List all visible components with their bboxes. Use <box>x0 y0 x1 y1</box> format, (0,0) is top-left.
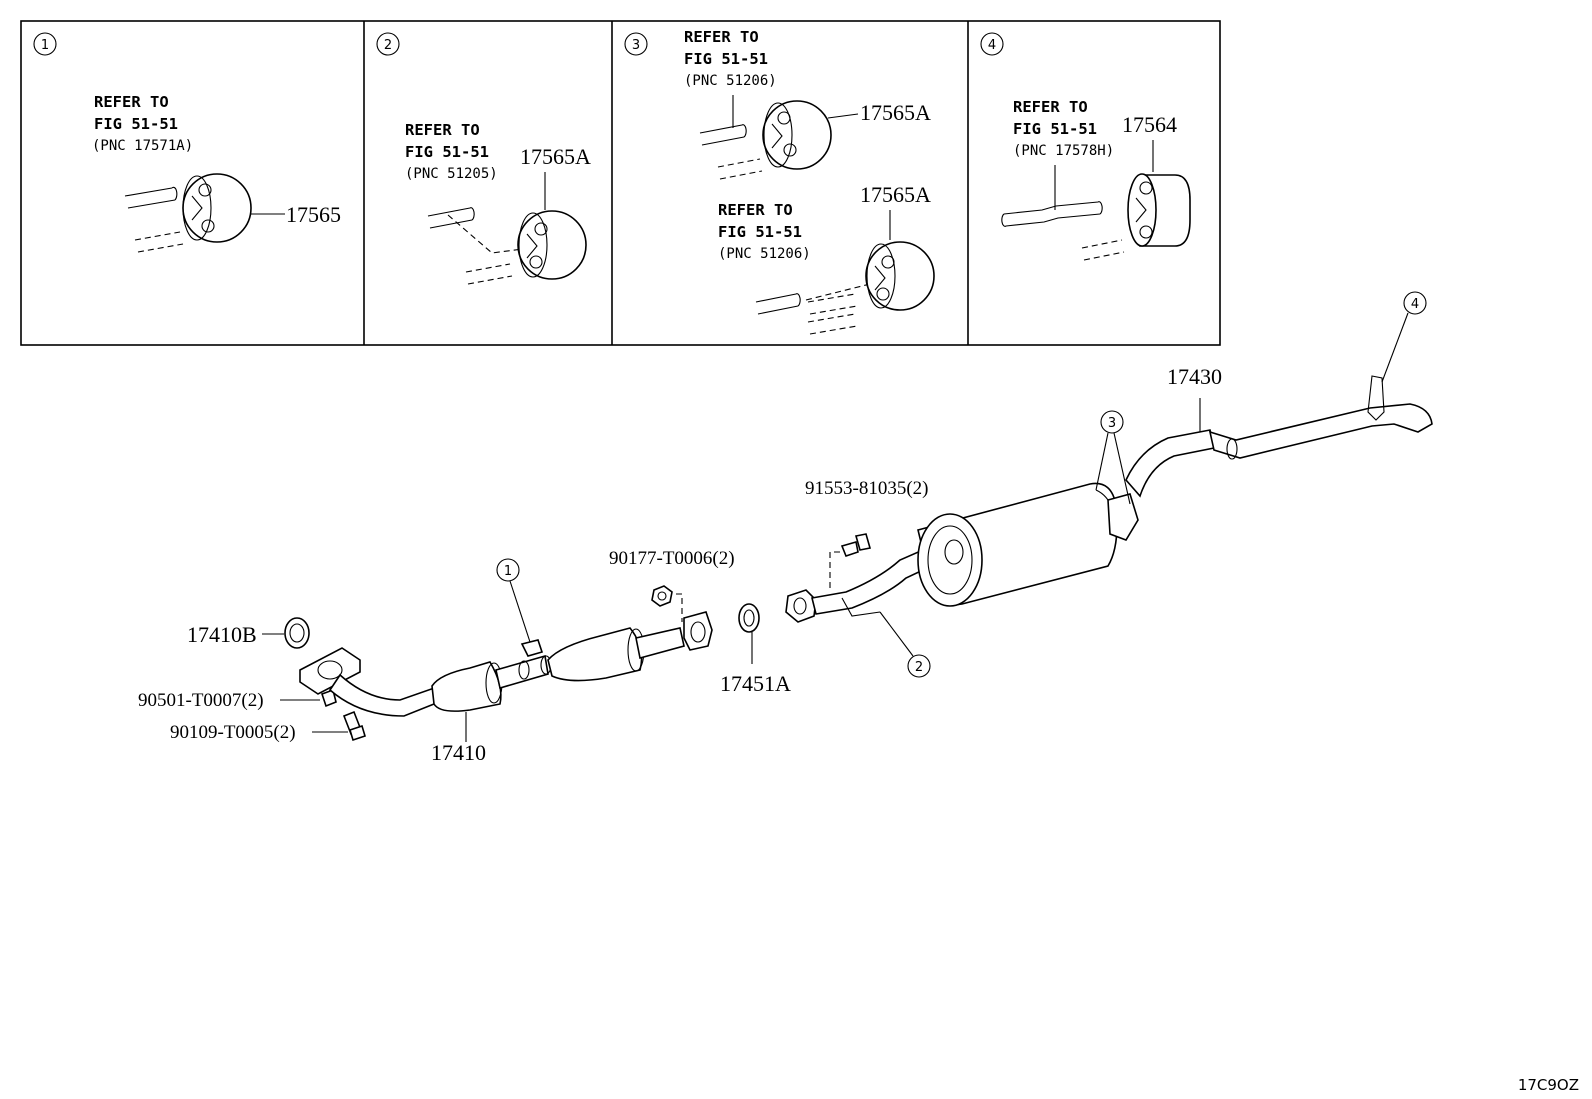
hanger-rod-hidden <box>465 263 513 285</box>
figure-ref-2: FIG 51-51 <box>718 223 802 241</box>
flange-bolt <box>342 710 366 742</box>
hanger-bracket <box>1367 375 1385 421</box>
pnc-ref: (PNC 17571A) <box>92 138 193 154</box>
panel-number-badge <box>624 32 648 56</box>
refer-to-label-2: REFER TO <box>718 201 793 219</box>
inset-panels <box>20 20 1221 346</box>
panel-number-badge <box>376 32 400 56</box>
figure-ref: FIG 51-51 <box>1013 120 1097 138</box>
part-label-nut: 90177-T0006(2) <box>609 548 735 569</box>
panel-number: 3 <box>632 38 640 53</box>
hanger-rod <box>427 207 475 229</box>
rubber-hanger-icon <box>1127 173 1191 247</box>
leader-line <box>879 611 914 657</box>
pnc-ref: (PNC 51205) <box>405 166 498 182</box>
figure-ref: FIG 51-51 <box>405 143 489 161</box>
part-label-front-gasket: 17410B <box>187 622 257 647</box>
rubber-hanger-icon <box>762 100 832 170</box>
panel-number-badge <box>980 32 1004 56</box>
part-label-rear-bolt: 91553-81035(2) <box>805 478 928 499</box>
front-gasket <box>284 617 310 649</box>
panel-4: 4 REFER TO FIG 51-51 (PNC 17578H) 17564 <box>980 32 1191 261</box>
part-label-bolt: 90109-T0005(2) <box>170 722 296 743</box>
leader-line <box>827 113 859 119</box>
alignment-guide <box>829 551 840 588</box>
panel-number: 4 <box>988 38 996 53</box>
hanger-rod-hidden <box>1081 239 1125 261</box>
refer-to-label: REFER TO <box>1013 98 1088 116</box>
callout-badge <box>1403 291 1427 315</box>
part-number-label: 17564 <box>1122 112 1177 137</box>
refer-to-label: REFER TO <box>405 121 480 139</box>
rubber-hanger-icon <box>865 241 935 311</box>
callout-badge <box>1100 410 1124 434</box>
hanger-rod-hidden <box>807 313 858 335</box>
hanger-rod-hidden <box>134 231 184 253</box>
callout-number: 3 <box>1108 416 1116 431</box>
flange-nut <box>651 585 673 607</box>
part-number-label: 17565 <box>286 202 341 227</box>
rubber-hanger-icon <box>517 210 587 280</box>
part-label-tail-pipe: 17430 <box>1167 364 1222 389</box>
hanger-rod <box>755 293 801 315</box>
pnc-ref: (PNC 17578H) <box>1013 143 1114 159</box>
rear-bolt <box>840 533 872 557</box>
pnc-ref-2: (PNC 51206) <box>718 246 811 262</box>
hanger-rod <box>124 186 178 209</box>
leader-line <box>1381 312 1409 383</box>
callout-badge <box>907 654 931 678</box>
hanger-rod-hidden <box>807 293 858 315</box>
leader-line <box>509 580 531 643</box>
leader-line <box>1113 432 1131 505</box>
callout-number: 2 <box>915 660 923 675</box>
hanger-bracket <box>841 597 881 617</box>
part-number-label-2: 17565A <box>860 182 931 207</box>
panel-number-badge <box>33 32 57 56</box>
part-label-front-pipe: 17410 <box>431 740 486 765</box>
alignment-guide <box>805 283 871 301</box>
hanger-rod-hidden <box>717 158 763 180</box>
middle-gasket <box>738 603 760 633</box>
figure-ref: FIG 51-51 <box>94 115 178 133</box>
leader-line <box>1095 432 1109 491</box>
diagram-code: 17C9OZ <box>1518 1076 1579 1094</box>
panel-2: 2 REFER TO FIG 51-51 (PNC 51205) 17565A <box>376 32 591 285</box>
callout-number: 4 <box>1411 297 1419 312</box>
refer-to-label: REFER TO <box>684 28 759 46</box>
part-number-label: 17565A <box>860 100 931 125</box>
alignment-guide <box>676 593 683 622</box>
pnc-ref: (PNC 51206) <box>684 73 777 89</box>
tail-pipe-muffler <box>785 375 1433 623</box>
panel-3: 3 REFER TO FIG 51-51 (PNC 51206) 17565A … <box>624 28 935 335</box>
refer-to-label: REFER TO <box>94 93 169 111</box>
part-label-mid-gasket: 17451A <box>720 671 791 696</box>
front-exhaust-pipe <box>299 611 713 717</box>
callout-number: 1 <box>504 564 512 579</box>
hanger-rod <box>699 124 747 146</box>
part-number-label: 17565A <box>520 144 591 169</box>
panel-number: 1 <box>41 38 49 53</box>
hanger-rod <box>1001 201 1103 227</box>
figure-ref: FIG 51-51 <box>684 50 768 68</box>
rubber-hanger-icon <box>182 173 252 243</box>
panel-number: 2 <box>384 38 392 53</box>
part-label-stud: 90501-T0007(2) <box>138 690 264 711</box>
panel-1: 1 REFER TO FIG 51-51 (PNC 17571A) 17565 <box>33 32 341 253</box>
stud-bolt <box>320 688 337 708</box>
alignment-guide <box>447 214 531 254</box>
callout-badge <box>496 558 520 582</box>
inset-frame <box>20 20 1221 346</box>
